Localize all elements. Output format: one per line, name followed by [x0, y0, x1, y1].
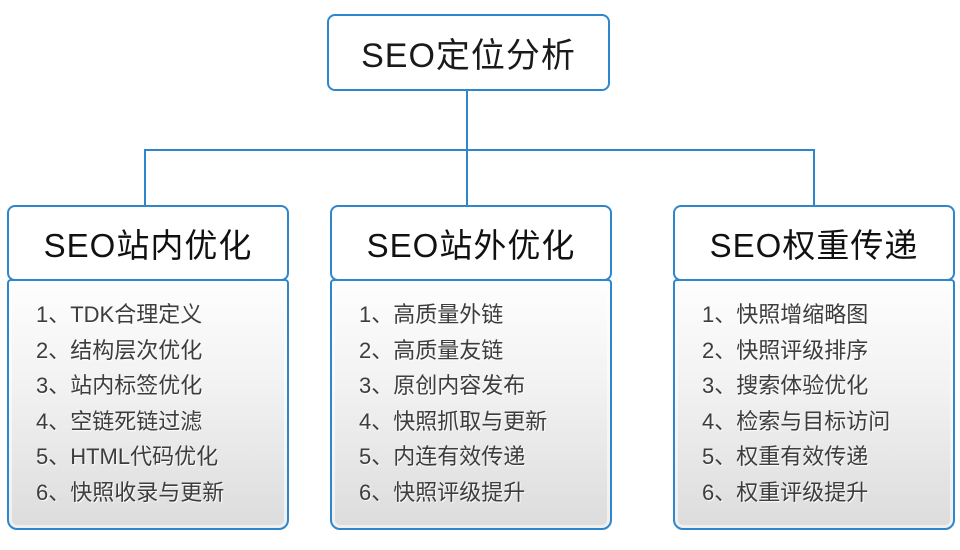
list-item: 4、快照抓取与更新: [359, 408, 548, 434]
connector-horizontal: [144, 149, 815, 151]
connector-left-vertical: [144, 149, 146, 207]
list-item: 2、高质量友链: [359, 337, 504, 363]
list-item: 1、快照增缩略图: [702, 302, 869, 327]
list-item: 5、权重有效传递: [702, 444, 869, 469]
branch-item-list: 1、高质量外链 2、高质量友链 3、原创内容发布 4、快照抓取与更新 5、内连有…: [330, 279, 612, 530]
list-item: 6、权重评级提升: [702, 479, 869, 505]
branch-header: SEO权重传递: [673, 205, 955, 281]
list-item: 1、高质量外链: [359, 302, 504, 327]
branch-offsite-optimization: SEO站外优化 1、高质量外链 2、高质量友链 3、原创内容发布 4、快照抓取与…: [330, 205, 612, 530]
branch-onsite-optimization: SEO站内优化 1、TDK合理定义 2、结构层次优化 3、站内标签优化 4、空链…: [7, 205, 289, 530]
branch-item-list: 1、快照增缩略图 2、快照评级排序 3、搜索体验优化 4、检索与目标访问 5、权…: [673, 279, 955, 530]
list-item: 4、空链死链过滤: [36, 408, 203, 434]
list-item: 5、HTML代码优化: [36, 444, 219, 469]
list-item: 5、内连有效传递: [359, 444, 526, 469]
branch-title: SEO站外优化: [366, 227, 576, 264]
list-item: 2、结构层次优化: [36, 337, 203, 363]
branch-weight-transfer: SEO权重传递 1、快照增缩略图 2、快照评级排序 3、搜索体验优化 4、检索与…: [673, 205, 955, 530]
connector-root-vertical: [466, 89, 468, 207]
root-node-title: SEO定位分析: [361, 37, 576, 75]
branch-item-list: 1、TDK合理定义 2、结构层次优化 3、站内标签优化 4、空链死链过滤 5、H…: [7, 279, 289, 530]
list-item: 3、站内标签优化: [36, 373, 203, 398]
branch-title: SEO站内优化: [43, 227, 253, 264]
branch-header: SEO站内优化: [7, 205, 289, 281]
list-item: 3、原创内容发布: [359, 373, 526, 398]
list-item: 4、检索与目标访问: [702, 408, 891, 434]
list-item: 1、TDK合理定义: [36, 302, 203, 327]
list-item: 6、快照评级提升: [359, 479, 526, 505]
branch-title: SEO权重传递: [709, 227, 919, 264]
list-item: 6、快照收录与更新: [36, 479, 225, 505]
list-item: 2、快照评级排序: [702, 337, 869, 363]
root-node: SEO定位分析: [327, 14, 610, 91]
list-item: 3、搜索体验优化: [702, 373, 869, 398]
connector-right-vertical: [813, 149, 815, 207]
branch-header: SEO站外优化: [330, 205, 612, 281]
